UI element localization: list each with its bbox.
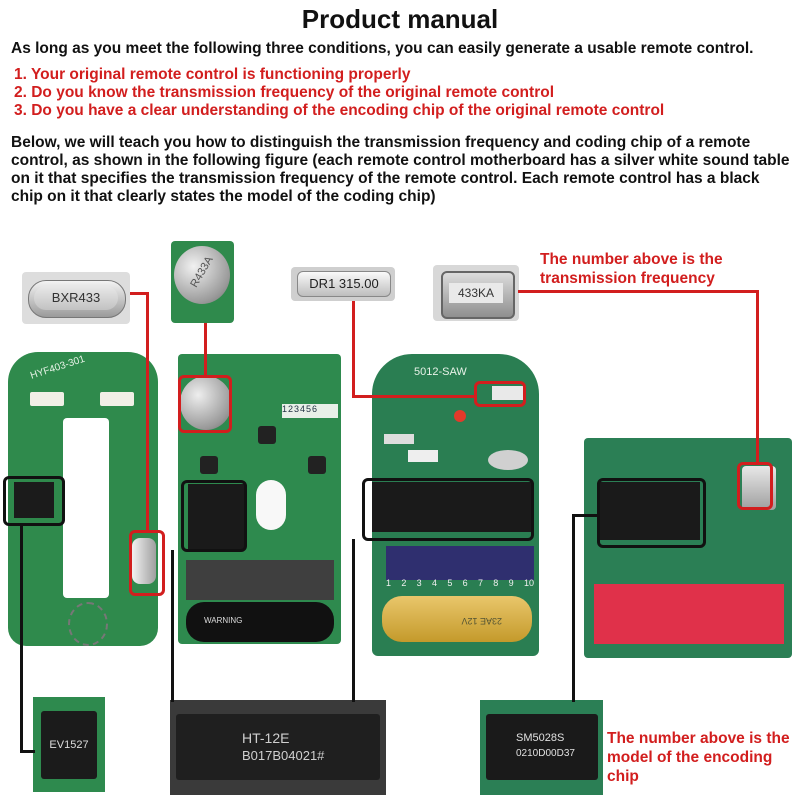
chip-highlight-3 (362, 478, 534, 541)
crystal-label: BXR433 (34, 286, 118, 310)
dip-number: 8 (493, 578, 499, 588)
connector-line (756, 290, 759, 464)
connector-line (20, 524, 23, 752)
dip-number: 3 (416, 578, 422, 588)
board-label: HYF403-301 (28, 353, 87, 382)
condition-item: 2. Do you know the transmission frequenc… (14, 84, 554, 101)
conditions-list: 1. Your original remote control is funct… (14, 66, 794, 120)
connector-line (146, 292, 149, 532)
chip-label-line1: SM5028S (516, 732, 565, 744)
pcb-board-3: 5012-SAW 1 2 3 4 5 6 7 8 9 10 23AE 12V (372, 354, 539, 656)
crystal-closeup-4: 433KA (433, 265, 519, 321)
pcb-board-1: HYF403-301 (8, 352, 158, 646)
frequency-callout: The number above is the transmission fre… (540, 251, 723, 287)
crystal-closeup-1: BXR433 (22, 272, 130, 324)
chip-label-line1: HT-12E (242, 730, 290, 746)
dip-number: 1 (386, 578, 392, 588)
chip-closeup-1: EV1527 (33, 697, 105, 792)
chip-label-line2: 0210D00D37 (516, 748, 575, 759)
condition-item: 1. Your original remote control is funct… (14, 66, 411, 83)
dip-number: 4 (431, 578, 437, 588)
condition-item: 3. Do you have a clear understanding of … (14, 102, 665, 119)
dip-number: 6 (462, 578, 468, 588)
chip-label: EV1527 (49, 739, 89, 751)
battery-label: 23AE 12V (461, 616, 502, 626)
chip-closeup-2: HT-12E B017B04021# (170, 700, 386, 795)
dip-number: 7 (477, 578, 483, 588)
connector-line (352, 395, 476, 398)
page-title: Product manual (301, 4, 499, 34)
connector-line (130, 292, 147, 295)
dip-number: 9 (508, 578, 514, 588)
crystal-label: 433KA (449, 283, 503, 303)
connector-line (572, 514, 575, 702)
pcb-board-2: 123456 WARNING (178, 354, 341, 644)
dip-number: 5 (447, 578, 453, 588)
connector-line (352, 539, 355, 702)
dip-number: 10 (523, 578, 534, 588)
connector-line (352, 301, 355, 319)
board-label: 5012-SAW (414, 366, 467, 378)
connector-line (204, 323, 207, 376)
chip-closeup-3: SM5028S 0210D00D37 (480, 700, 603, 795)
crystal-label: DR1 315.00 (297, 271, 391, 297)
crystal-highlight-1 (129, 530, 165, 596)
dip-number: 2 (401, 578, 407, 588)
connector-line (171, 550, 174, 702)
crystal-closeup-2: R433A (171, 241, 234, 323)
connector-line (518, 290, 758, 293)
chip-highlight-4 (597, 478, 706, 548)
crystal-highlight-2 (178, 375, 232, 433)
chip-callout: The number above is the model of the enc… (607, 730, 790, 785)
crystal-closeup-3: DR1 315.00 (291, 267, 395, 301)
connector-line (20, 750, 35, 753)
connector-line (572, 514, 599, 517)
intro-text: As long as you meet the following three … (11, 40, 754, 57)
crystal-highlight-4 (737, 462, 773, 510)
connector-line (352, 317, 355, 397)
crystal-highlight-3 (474, 381, 526, 407)
explanation-text: Below, we will teach you how to distingu… (11, 134, 790, 205)
chip-highlight-1 (3, 476, 65, 526)
chip-highlight-2 (181, 480, 247, 552)
dip-number-row: 1 2 3 4 5 6 7 8 9 10 (386, 578, 534, 590)
chip-label-line2: B017B04021# (242, 748, 325, 763)
battery-warning: WARNING (204, 616, 243, 625)
